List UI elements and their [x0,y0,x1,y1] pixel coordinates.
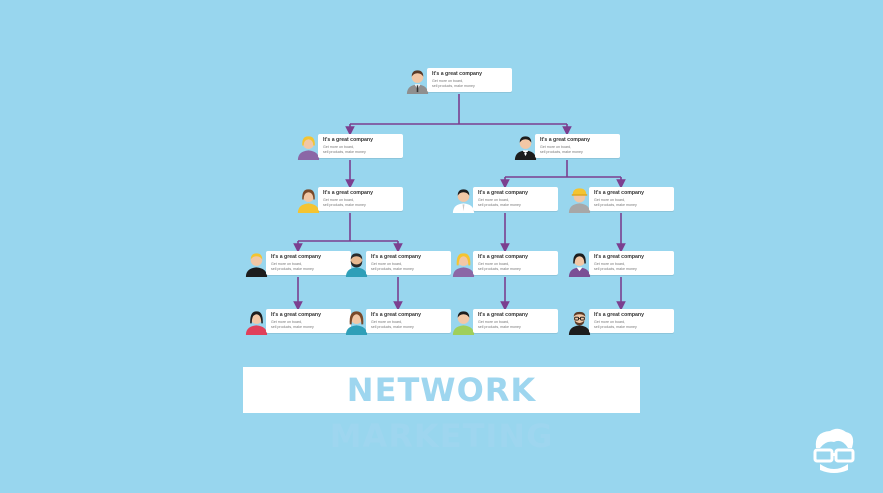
node-line-1: Get more on board, [540,145,572,149]
node-line-2: sell products, make money [323,149,366,154]
org-node-level2-left: It's a great company Get more on board, … [295,133,405,160]
node-card: It's a great company Get more on board, … [366,309,451,333]
node-line-2: sell products, make money [271,324,314,329]
avatar-icon [345,311,368,335]
title-banner: NETWORK MARKETING [243,367,640,455]
avatar-icon [568,311,591,335]
node-line-1: Get more on board, [478,262,510,266]
node-card: It's a great company Get more on board, … [266,309,351,333]
org-node-level5-d: It's a great company Get more on board, … [566,308,676,335]
avatar-icon [568,253,591,277]
node-card: It's a great company Get more on board, … [535,134,620,158]
node-line-2: sell products, make money [594,324,637,329]
node-title: It's a great company [540,137,590,143]
node-card: It's a great company Get more on board, … [473,309,558,333]
node-line-2: sell products, make money [271,266,314,271]
node-line-1: Get more on board, [432,79,464,83]
avatar-icon [568,188,591,213]
node-card: It's a great company Get more on board, … [366,251,451,275]
node-line-2: sell products, make money [323,202,366,207]
node-line-2: sell products, make money [371,324,414,329]
node-card: It's a great company Get more on board, … [589,309,674,333]
node-line-1: Get more on board, [371,320,403,324]
node-line-1: Get more on board, [478,320,510,324]
node-title: It's a great company [323,137,373,143]
org-node-level3-middle: It's a great company Get more on board, … [450,186,560,213]
org-node-level4-b: It's a great company Get more on board, … [343,250,453,277]
node-line-2: sell products, make money [432,83,475,88]
node-line-2: sell products, make money [478,202,521,207]
node-card: It's a great company Get more on board, … [318,187,403,211]
node-line-1: Get more on board, [271,262,303,266]
node-card: It's a great company Get more on board, … [589,187,674,211]
org-node-level4-d: It's a great company Get more on board, … [566,250,676,277]
org-node-level5-a: It's a great company Get more on board, … [243,308,353,335]
node-line-1: Get more on board, [594,262,626,266]
node-card: It's a great company Get more on board, … [473,187,558,211]
avatar-icon [452,189,475,213]
node-title: It's a great company [432,71,482,77]
connector-trunk [505,160,621,178]
connector-trunk [350,94,567,125]
node-title: It's a great company [323,190,373,196]
node-line-2: sell products, make money [478,266,521,271]
banner-title: NETWORK MARKETING [329,371,554,455]
avatar-icon [245,253,268,277]
node-title: It's a great company [271,312,321,318]
node-title: It's a great company [594,312,644,318]
avatar-icon [297,189,320,213]
avatar-icon [452,253,475,277]
node-line-1: Get more on board, [271,320,303,324]
node-card: It's a great company Get more on board, … [318,134,403,158]
org-node-level3-right: It's a great company Get more on board, … [566,186,676,213]
node-card: It's a great company Get more on board, … [427,68,512,92]
node-title: It's a great company [271,254,321,260]
avatar-icon [345,253,368,277]
node-title: It's a great company [594,190,644,196]
node-line-2: sell products, make money [371,266,414,271]
node-line-1: Get more on board, [371,262,403,266]
org-node-level5-b: It's a great company Get more on board, … [343,308,453,335]
org-node-top: It's a great company Get more on board, … [404,67,514,94]
node-line-1: Get more on board, [323,145,355,149]
avatar-icon [297,136,320,160]
org-node-level3-left: It's a great company Get more on board, … [295,186,405,213]
node-card: It's a great company Get more on board, … [589,251,674,275]
avatar-icon [514,136,537,160]
node-title: It's a great company [478,312,528,318]
node-card: It's a great company Get more on board, … [473,251,558,275]
org-node-level2-right: It's a great company Get more on board, … [512,133,622,160]
node-card: It's a great company Get more on board, … [266,251,351,275]
avatar-icon [245,311,268,335]
node-line-2: sell products, make money [478,324,521,329]
org-node-level4-c: It's a great company Get more on board, … [450,250,560,277]
nerd-glasses-logo-icon [813,428,855,473]
avatar-icon [406,70,429,94]
node-title: It's a great company [594,254,644,260]
node-line-2: sell products, make money [594,202,637,207]
node-title: It's a great company [371,254,421,260]
node-line-1: Get more on board, [323,198,355,202]
node-line-1: Get more on board, [594,198,626,202]
avatar-icon [452,311,475,335]
node-title: It's a great company [478,190,528,196]
node-title: It's a great company [478,254,528,260]
node-line-1: Get more on board, [478,198,510,202]
node-line-2: sell products, make money [540,149,583,154]
org-node-level5-c: It's a great company Get more on board, … [450,308,560,335]
node-title: It's a great company [371,312,421,318]
node-line-1: Get more on board, [594,320,626,324]
connector-trunk [298,213,398,242]
org-node-level4-a: It's a great company Get more on board, … [243,250,353,277]
node-line-2: sell products, make money [594,266,637,271]
